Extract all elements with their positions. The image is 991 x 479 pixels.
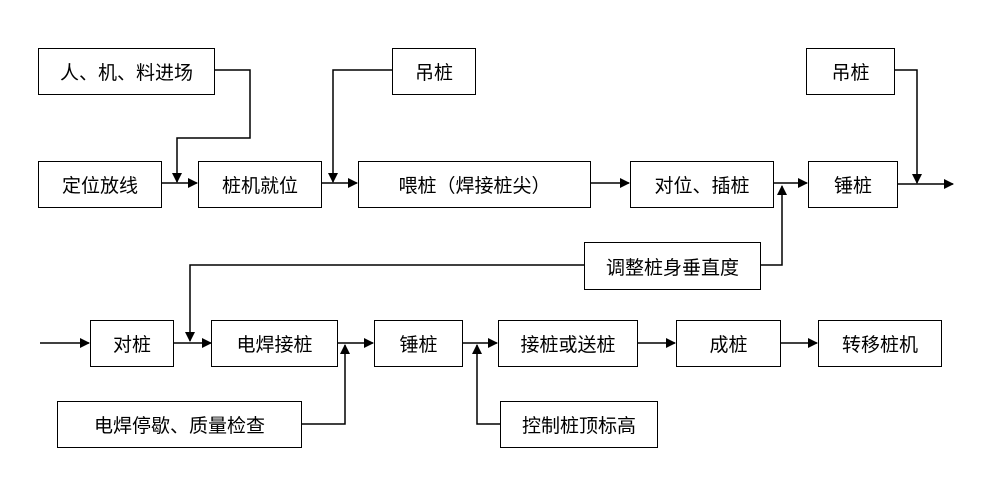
node-move-rig: 转移桩机 [818,320,942,367]
node-feed-pile: 喂桩（焊接桩尖） [358,161,591,208]
node-hammer-2: 锤桩 [374,320,463,367]
arrow-adjust-to-align [760,185,787,266]
arrow-lift2-to-hammer [894,69,922,184]
arrow-lift1-to-rig [328,69,392,183]
node-materials-in: 人、机、料进场 [38,48,215,95]
arrow-materials-to-rig [172,69,251,183]
arrow-elevation-to-extend [472,344,500,425]
node-adjust-vertical: 调整桩身垂直度 [584,242,761,290]
node-align-pile: 对桩 [90,320,174,367]
arrow-check-to-weld [301,344,350,425]
node-weld-check: 电焊停歇、质量检查 [57,401,302,448]
node-rig-position: 桩机就位 [198,161,322,208]
node-extend-pile: 接桩或送桩 [498,320,638,367]
node-lift-2: 吊桩 [806,48,895,95]
node-align-insert: 对位、插桩 [630,161,774,208]
arrow-adjust-to-weld [185,264,584,342]
node-finish-pile: 成桩 [676,320,781,367]
node-lift-1: 吊桩 [392,48,476,95]
node-elevation-control: 控制桩顶标高 [500,401,658,448]
node-layout: 定位放线 [38,161,162,208]
node-hammer-1: 锤桩 [808,161,898,208]
node-weld-connect: 电焊接桩 [211,320,338,367]
